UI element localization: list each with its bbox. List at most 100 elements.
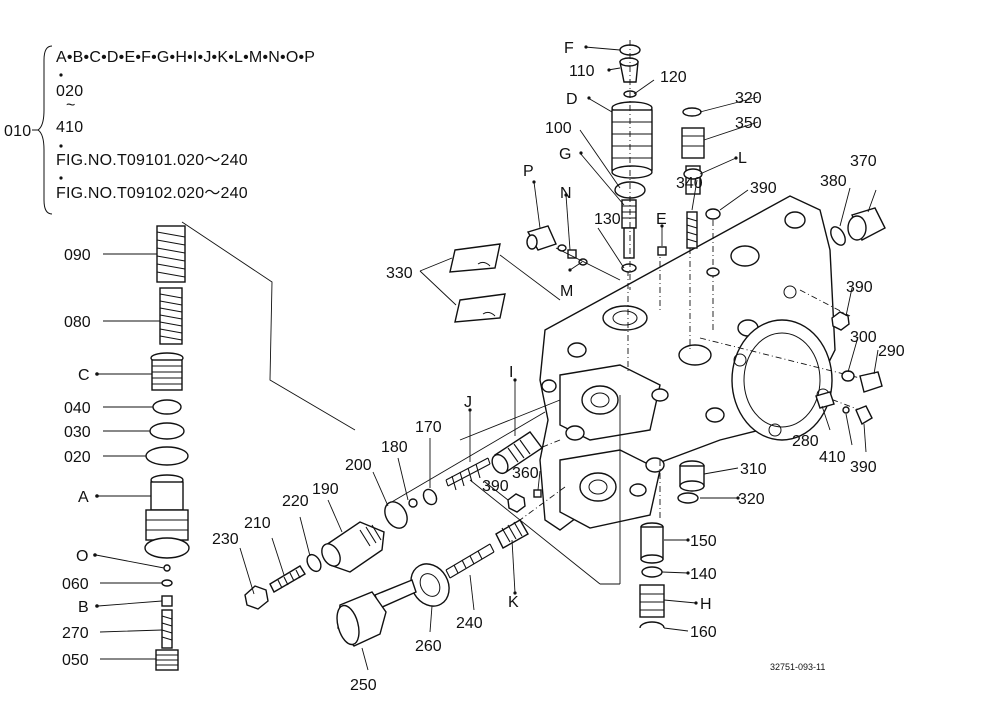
part-140-oring: [641, 566, 663, 578]
label-G: G: [559, 146, 571, 163]
part-090-spring: [156, 225, 186, 283]
label-I: I: [509, 364, 513, 381]
label-060: 060: [62, 576, 89, 593]
part-L-piston: [683, 165, 703, 195]
part-P-plug: [526, 225, 557, 251]
label-230: 230: [212, 531, 239, 548]
top-column: [611, 40, 653, 290]
fig-ref-1: FIG.NO.T09101.020～240: [56, 152, 248, 169]
label-320-top: 320: [735, 90, 762, 107]
part-210-screw: [269, 565, 306, 593]
label-150: 150: [690, 533, 717, 550]
part-J-spring: [445, 457, 491, 491]
label-320-lower: 320: [738, 491, 765, 508]
label-100: 100: [545, 120, 572, 137]
label-050: 050: [62, 652, 89, 669]
part-350-sleeve: [681, 127, 705, 159]
part-050-plug: [155, 649, 179, 671]
label-200: 200: [345, 457, 372, 474]
label-390-mid: 390: [482, 478, 509, 495]
part-280-valve: [815, 391, 835, 409]
label-C: C: [78, 367, 90, 384]
label-120: 120: [660, 69, 687, 86]
label-K: K: [508, 594, 519, 611]
labels: F 110 120 D 100 G P N 130 E M 330 320 35…: [212, 40, 905, 694]
fig-ref-2: FIG.NO.T09102.020～240: [56, 185, 248, 202]
label-170: 170: [415, 419, 442, 436]
label-370: 370: [850, 153, 877, 170]
part-240-spring: [445, 543, 495, 579]
label-390-top: 390: [750, 180, 777, 197]
part-A-body: [144, 474, 190, 559]
part-340-spring: [686, 211, 698, 249]
label-240: 240: [456, 615, 483, 632]
part-O-ball: [163, 564, 171, 572]
part-260-seal: [410, 563, 450, 607]
label-330: 330: [386, 265, 413, 282]
label-250: 250: [350, 677, 377, 694]
label-P: P: [523, 163, 534, 180]
part-G-stem: [621, 199, 637, 259]
label-N: N: [560, 185, 572, 202]
label-260: 260: [415, 638, 442, 655]
left-stack: 090 080 C 040 030 020 A O 060 B 270 050: [62, 221, 356, 671]
label-380: 380: [820, 173, 847, 190]
pump-body: [539, 195, 836, 531]
label-180: 180: [381, 439, 408, 456]
part-160-circlip: [639, 621, 665, 629]
part-220-washer: [306, 553, 322, 573]
part-E-ball: [657, 246, 667, 256]
label-390-lower: 390: [850, 459, 877, 476]
part-310-cap: [679, 460, 705, 492]
part-190-fitting: [321, 521, 385, 573]
label-H: H: [700, 596, 712, 613]
part-200-oring: [384, 501, 408, 529]
range-start: 020: [56, 83, 83, 100]
label-090: 090: [64, 247, 91, 264]
part-130-washer: [621, 263, 637, 273]
label-080: 080: [64, 314, 91, 331]
part-080-spring: [159, 287, 183, 345]
range-end: 410: [56, 119, 83, 136]
part-290-bolt: [859, 371, 883, 393]
part-390-nut-lower: [855, 405, 873, 426]
label-L: L: [738, 150, 747, 167]
part-180-ring: [408, 498, 418, 508]
part-390-nut-top: [705, 208, 721, 220]
part-020-oring: [145, 446, 189, 466]
label-290: 290: [878, 343, 905, 360]
right-parts: [639, 207, 886, 629]
label-190: 190: [312, 481, 339, 498]
group-code-010: 010: [4, 123, 31, 140]
label-F: F: [564, 40, 574, 57]
label-210: 210: [244, 515, 271, 532]
part-C-cap: [150, 352, 184, 391]
letters-line: A•B•C•D•E•F•G•H•I•J•K•L•M•N•O•P: [56, 49, 315, 66]
part-B-seat: [161, 595, 173, 607]
part-320-oring-lower: [677, 492, 699, 504]
label-280: 280: [792, 433, 819, 450]
label-040: 040: [64, 400, 91, 417]
part-370-plug: [847, 207, 886, 241]
part-390-nut-right: [831, 311, 850, 331]
part-030-oring: [149, 422, 185, 440]
label-130: 130: [594, 211, 621, 228]
label-360: 360: [512, 465, 539, 482]
part-390-nut-mid: [507, 493, 526, 513]
label-M: M: [560, 283, 573, 300]
label-140: 140: [690, 566, 717, 583]
label-300: 300: [850, 329, 877, 346]
label-110: 110: [569, 63, 595, 80]
label-270: 270: [62, 625, 89, 642]
label-A: A: [78, 489, 89, 506]
part-250-plug: [336, 579, 417, 647]
label-220: 220: [282, 493, 309, 510]
part-270-spring: [161, 609, 173, 649]
label-020: 020: [64, 449, 91, 466]
part-040-oring: [152, 399, 182, 415]
small-parts-upper: [526, 225, 667, 281]
part-K-valve: [495, 519, 529, 549]
label-340: 340: [676, 175, 703, 192]
label-E: E: [656, 211, 667, 228]
